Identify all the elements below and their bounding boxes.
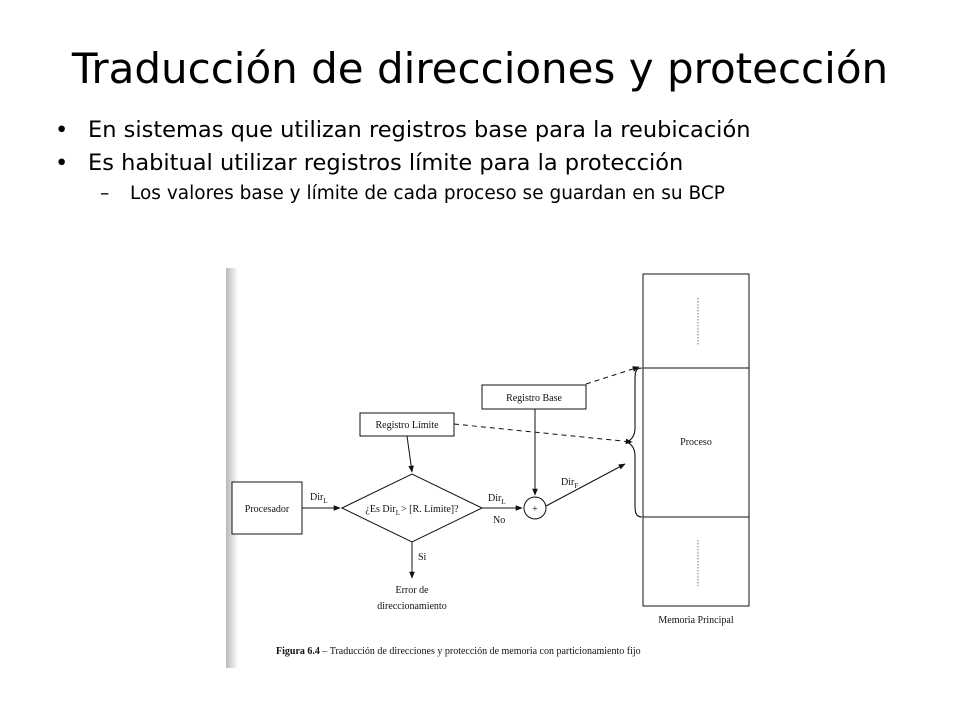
no-label: No — [493, 515, 505, 526]
si-label: Si — [418, 552, 427, 563]
proceso-brace — [625, 367, 643, 518]
flow-diagram-svg: Procesador Registro Límite Registro Base… — [226, 268, 750, 668]
arrow-adder-to-memoria — [545, 463, 626, 507]
arrow-limite-to-decision — [406, 435, 414, 473]
bullet-list: En sistemas que utilizan registros base … — [55, 114, 750, 208]
caption-label: Figura 6.4 — [276, 646, 320, 657]
adder-symbol: + — [532, 504, 538, 515]
figure-caption: Figura 6.4 – Traducción de direcciones y… — [276, 646, 641, 657]
decision-post: > [R. Límite]? — [401, 504, 459, 515]
dir-f-main: Dir — [561, 477, 575, 488]
caption-text: – Traducción de direcciones y protección… — [320, 646, 641, 657]
registro-base-box — [481, 384, 587, 410]
memoria-box — [642, 273, 750, 607]
decision-pre: ¿Es Dir — [365, 504, 396, 515]
memoria-label: Memoria Principal — [658, 615, 733, 626]
registro-limite-label: Registro Límite — [375, 420, 439, 431]
bullet-item-base-registers: En sistemas que utilizan registros base … — [55, 114, 750, 147]
error-line2: direccionamiento — [377, 601, 446, 612]
bullet-item-limit-registers: Es habitual utilizar registros límite pa… — [55, 147, 750, 180]
procesador-box — [231, 481, 303, 535]
address-translation-figure: Procesador Registro Límite Registro Base… — [226, 268, 766, 668]
dir-l-out-label: DirL — [488, 493, 506, 506]
sub-bullet-bcp: Los valores base y límite de cada proces… — [55, 180, 750, 208]
dir-l-out-main: Dir — [488, 493, 502, 504]
dir-l-in-sub: L — [323, 497, 327, 505]
registro-base-label: Registro Base — [506, 393, 562, 404]
adder-circle — [523, 496, 547, 520]
dir-f-label: DirF — [561, 477, 578, 490]
error-line1: Error de — [395, 585, 429, 596]
decision-sub: L — [396, 509, 400, 517]
slide-title: Traducción de direcciones y protección — [71, 44, 889, 93]
dir-l-in-main: Dir — [310, 492, 324, 503]
dir-l-out-sub: L — [501, 498, 505, 506]
arrow-base-to-memoria-dashed — [585, 366, 640, 385]
proceso-label: Proceso — [680, 437, 712, 448]
dir-f-sub: F — [574, 482, 578, 490]
page-edge-shadow — [226, 268, 238, 668]
arrow-limite-to-memoria-dashed — [453, 423, 633, 445]
procesador-label: Procesador — [245, 504, 290, 515]
dir-l-in-label: DirL — [310, 492, 328, 505]
decision-label: ¿Es DirL> [R. Límite]? — [365, 504, 459, 517]
